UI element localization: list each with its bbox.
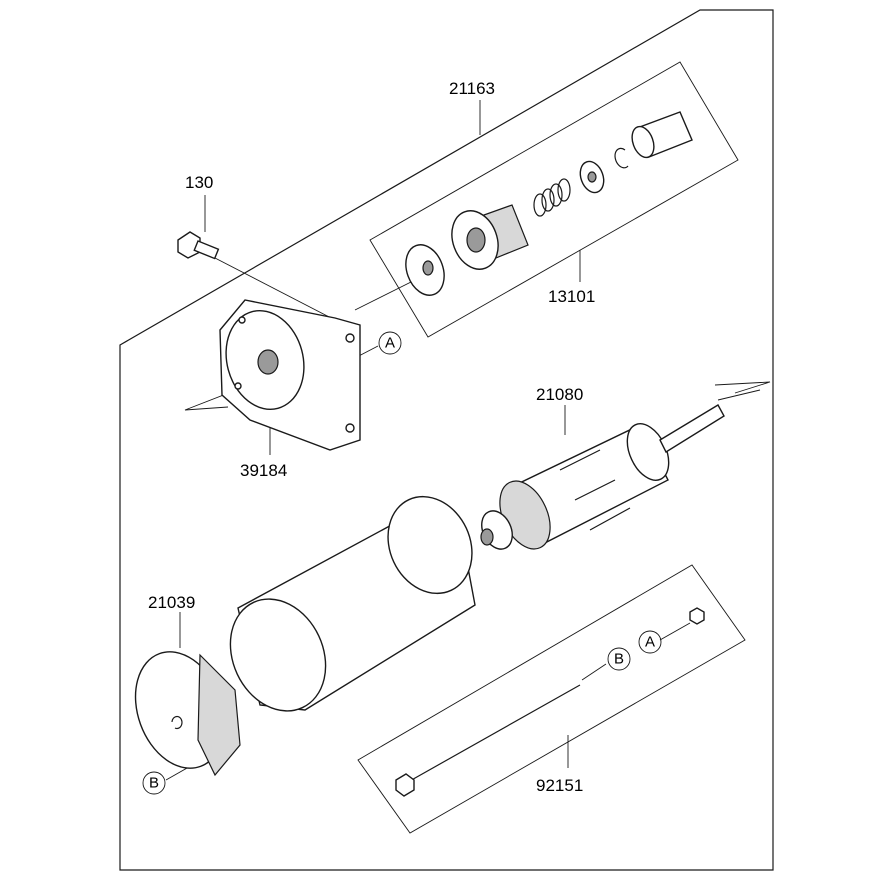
assembly-frame (119, 9, 774, 871)
through-bolt-frame (357, 564, 746, 834)
motor-housing (229, 495, 476, 712)
marker-a-nut: A (638, 630, 662, 654)
drive-collar (579, 160, 605, 194)
marker-b-cover: B (142, 771, 166, 795)
label-13101: 13101 (548, 287, 595, 306)
svg-text:B: B (149, 775, 159, 792)
label-92151: 92151 (536, 776, 583, 795)
front-bracket-39184 (219, 299, 361, 451)
label-130: 130 (185, 173, 213, 192)
drive-washer (405, 244, 445, 296)
bolt-130 (177, 231, 220, 260)
label-21039: 21039 (148, 593, 195, 612)
drive-sleeve (631, 111, 693, 159)
end-cover-21039 (134, 651, 241, 777)
svg-text:A: A (385, 335, 395, 352)
drive-pinion (451, 204, 529, 270)
nut (689, 607, 705, 625)
svg-text:A: A (645, 634, 655, 651)
through-bolt-92151 (395, 684, 581, 797)
armature-21080 (480, 404, 725, 550)
label-39184: 39184 (240, 461, 287, 480)
marker-b-bolt: B (607, 647, 631, 671)
drive-spring (533, 178, 571, 217)
marker-a-bracket: A (378, 331, 402, 355)
drive-kit-frame (369, 61, 739, 338)
svg-text:B: B (614, 651, 624, 668)
label-21080: 21080 (536, 385, 583, 404)
label-21163: 21163 (449, 79, 495, 98)
drive-clip (614, 147, 629, 169)
